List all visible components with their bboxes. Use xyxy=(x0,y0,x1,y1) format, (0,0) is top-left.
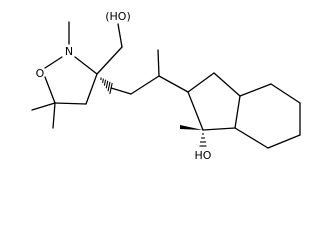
hydroxyl-label: HO xyxy=(195,149,212,162)
bond-c5-methyl-a xyxy=(31,102,56,111)
bond-c4-c5 xyxy=(54,102,87,105)
bond-chain-start xyxy=(110,87,132,95)
bond-c3-c4 xyxy=(85,73,98,105)
bond-c1-c2 xyxy=(187,91,204,131)
bond-c7a-c1 xyxy=(202,127,236,131)
oxygen-label: O xyxy=(36,67,45,80)
bond-ch-c2 xyxy=(158,75,189,93)
hashed-bond-hydroxyl xyxy=(199,133,207,147)
bond-c3a-c7a xyxy=(234,95,241,129)
bond-c6-c7 xyxy=(267,134,301,149)
bond-c5-o xyxy=(44,76,56,104)
isoxazolidine-ring xyxy=(44,56,98,105)
bond-c7-c7a xyxy=(234,127,269,149)
bond-c3-ch2 xyxy=(96,46,123,75)
bond-c3a-c4 xyxy=(239,83,272,97)
bond-c4-c5 xyxy=(270,83,301,104)
bond-c3-c3a xyxy=(213,72,241,97)
bond-ch-methyl xyxy=(157,49,160,77)
cyclohexane-ring xyxy=(234,83,301,149)
bond-ch2-ch xyxy=(130,75,160,95)
nitrogen-label: N xyxy=(65,45,73,58)
bond-o-n xyxy=(44,56,63,69)
hashed-wedge-bond xyxy=(100,77,113,95)
bond-c2-c3a xyxy=(187,72,215,93)
molecule-structure: (HO) N O HO xyxy=(31,10,301,162)
molecule-canvas: (HO) N O HO xyxy=(31,10,301,162)
hydroxymethyl-oh-label: (HO) xyxy=(105,10,131,23)
bond-c5-methyl-b xyxy=(52,102,56,129)
bond-n-c3 xyxy=(74,56,98,75)
wedge-bond-methyl xyxy=(180,125,203,130)
cyclopentane-ring xyxy=(187,72,241,131)
bond-ch2-oh xyxy=(117,23,123,48)
